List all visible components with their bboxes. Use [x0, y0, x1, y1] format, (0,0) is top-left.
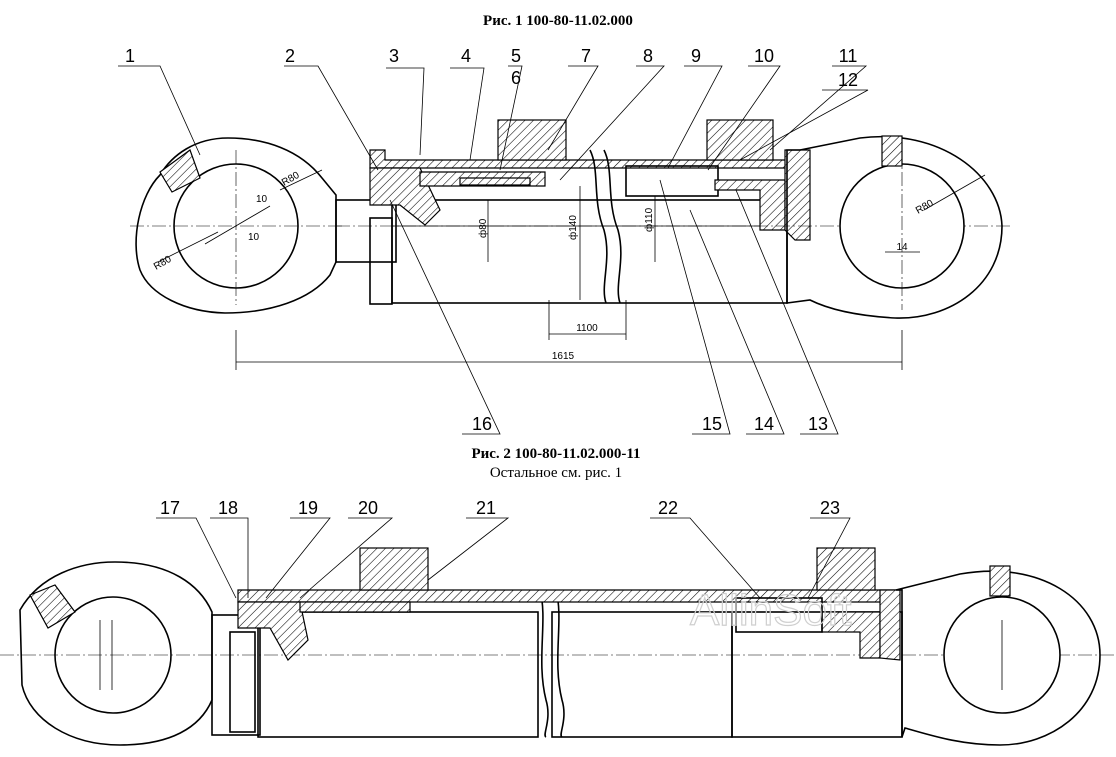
callout-17: 17: [160, 498, 180, 518]
callout-8: 8: [643, 46, 653, 66]
piston-rod: [335, 199, 788, 305]
figure2-subtitle: Остальное см. рис. 1: [490, 465, 622, 481]
figure1-assembly: [118, 65, 1010, 435]
callout-5: 5: [511, 46, 521, 66]
callout-7: 7: [581, 46, 591, 66]
callout-leaders: [118, 65, 869, 435]
dim-radius-left-upper: R80: [280, 170, 302, 189]
dim-offset-vertical: 10: [248, 232, 260, 243]
dim-offset-horizontal: 10: [256, 194, 268, 205]
callout-21: 21: [476, 498, 496, 518]
callout-16: 16: [472, 414, 492, 434]
callout-4: 4: [461, 46, 471, 66]
callout-15: 15: [702, 414, 722, 434]
dim-stroke: 1100: [576, 323, 598, 334]
callout-11: 11: [839, 46, 858, 66]
left-rod-eye: [130, 137, 345, 314]
callout-14: 14: [754, 414, 774, 434]
cylinder-tube: [336, 119, 1010, 304]
figure1-title: Рис. 1 100-80-11.02.000: [483, 13, 633, 29]
watermark: AllinSoft: [690, 586, 851, 635]
callout-9: 9: [691, 46, 701, 66]
figure2-assembly: [0, 517, 1116, 746]
callout-20: 20: [358, 498, 378, 518]
callout-6: 6: [511, 68, 521, 88]
right-bottom-eye: [786, 135, 1003, 319]
callout-13: 13: [808, 414, 828, 434]
figure2-title: Рис. 2 100-80-11.02.000-11: [471, 446, 640, 462]
callout-23: 23: [820, 498, 840, 518]
callout-18: 18: [218, 498, 238, 518]
dim-rod-diameter: ф80: [477, 218, 489, 238]
callout-3: 3: [389, 46, 399, 66]
callout-19: 19: [298, 498, 318, 518]
callout-10: 10: [754, 46, 774, 66]
callout-1: 1: [125, 46, 135, 66]
callout-12: 12: [838, 70, 858, 90]
callout-22: 22: [658, 498, 678, 518]
callout-2: 2: [285, 46, 295, 66]
dimension-lines: [235, 186, 920, 370]
dim-radius-left-lower: R80: [152, 254, 174, 273]
dim-overall-length: 1615: [552, 351, 575, 362]
dim-bore-diameter: ф140: [567, 215, 579, 240]
dim-pin-width: 14: [896, 242, 908, 253]
dim-piston-diameter: ф110: [643, 207, 655, 232]
